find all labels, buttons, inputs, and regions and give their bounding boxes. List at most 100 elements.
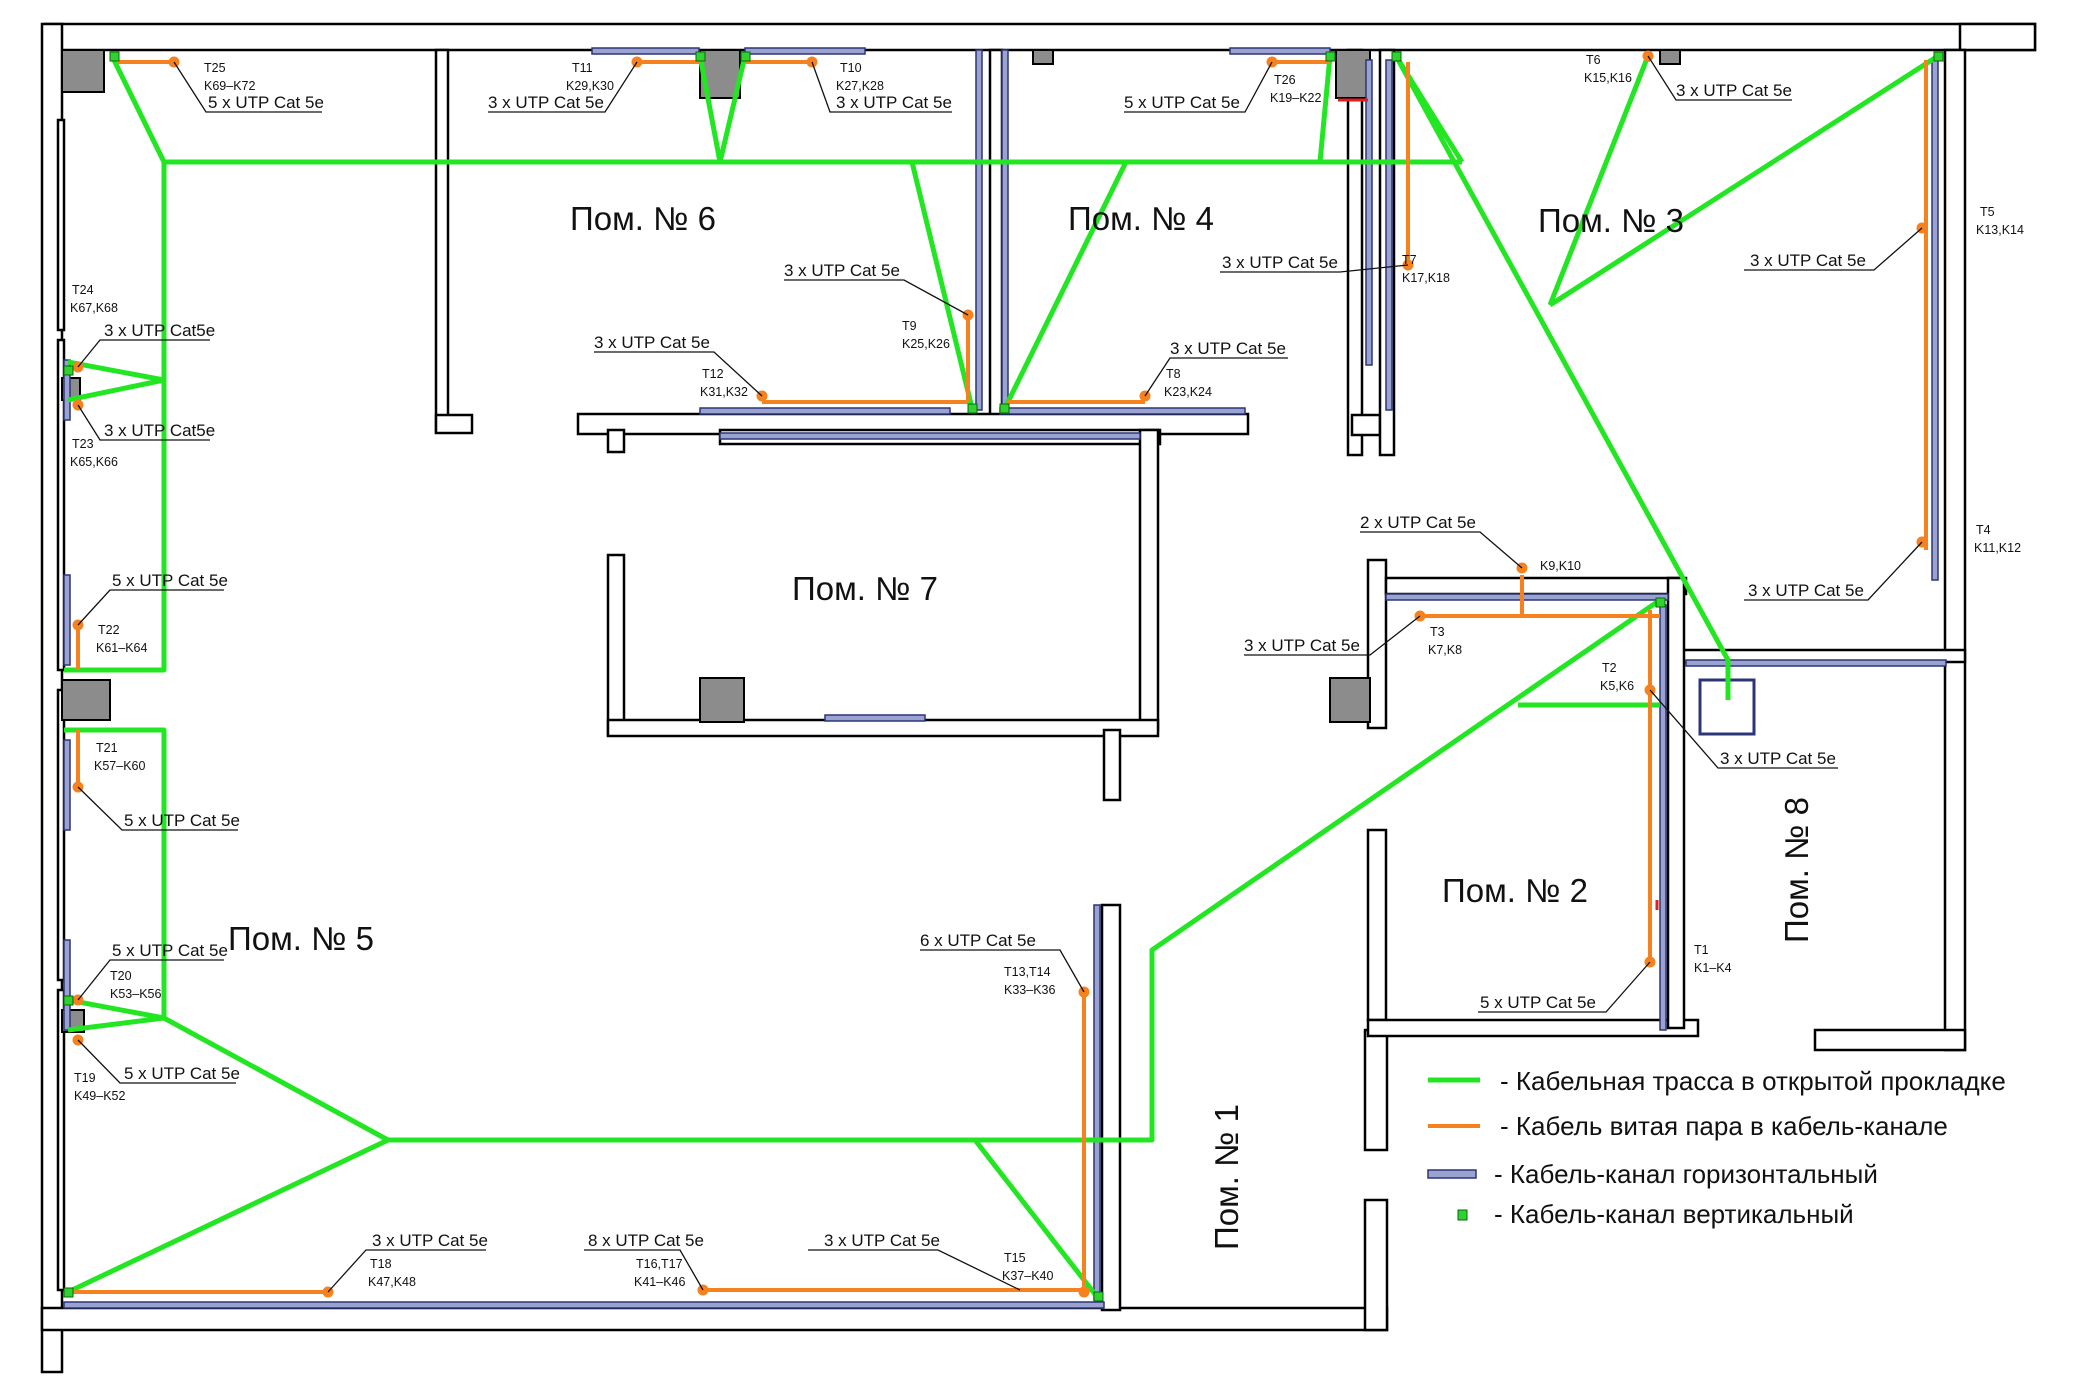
tag-t22: T22 bbox=[98, 623, 120, 637]
channel bbox=[63, 939, 71, 1031]
cable-label-t16-t17: 8 x UTP Cat 5e bbox=[588, 1231, 704, 1250]
cable-label-t13-t14: 6 x UTP Cat 5e bbox=[920, 931, 1036, 950]
tag-t1: T1 bbox=[1694, 943, 1709, 957]
wall-r1-left bbox=[1100, 903, 1122, 1312]
channel bbox=[824, 714, 926, 722]
vertical-channel bbox=[999, 403, 1010, 414]
cable-labels: 5 x UTP Cat 5e 3 x UTP Cat 5e 3 x UTP Ca… bbox=[104, 81, 1866, 1250]
cable-label-t11: 3 x UTP Cat 5e bbox=[488, 93, 604, 112]
cable-label-t10: 3 x UTP Cat 5e bbox=[836, 93, 952, 112]
wall-r6-r4 bbox=[988, 48, 1004, 417]
cable-label-t2: 3 x UTP Cat 5e bbox=[1720, 749, 1836, 768]
left-window-3 bbox=[56, 688, 66, 982]
cable-label-t19: 5 x UTP Cat 5e bbox=[124, 1064, 240, 1083]
room-label-3: Пом. № 3 bbox=[1538, 202, 1684, 239]
vertical-channel bbox=[1655, 597, 1666, 608]
column bbox=[1032, 49, 1054, 65]
legend-swatch-horizontal-channel bbox=[1427, 1169, 1477, 1179]
channel bbox=[63, 739, 71, 831]
channel bbox=[1093, 904, 1101, 1301]
tag-t7: T7 bbox=[1402, 253, 1417, 267]
column bbox=[61, 49, 105, 93]
tag-t3-k: K7,K8 bbox=[1428, 643, 1462, 657]
leader bbox=[77, 959, 224, 1001]
route-t26 bbox=[1317, 55, 1333, 163]
column bbox=[1659, 49, 1681, 65]
leader bbox=[1744, 541, 1923, 601]
tag-t6: T6 bbox=[1586, 53, 1601, 67]
channel bbox=[699, 407, 951, 415]
tag-t5-k: K13,K14 bbox=[1976, 223, 2024, 237]
tag-t13-t14-k: K33–K36 bbox=[1004, 983, 1055, 997]
left-window-1 bbox=[56, 118, 66, 332]
wall-r4-r3-foot bbox=[1350, 413, 1382, 437]
leader bbox=[784, 279, 969, 316]
tag-t16-t17-k: K41–K46 bbox=[634, 1275, 685, 1289]
route-t5 bbox=[1548, 53, 1940, 308]
vertical-channel bbox=[1093, 1291, 1104, 1302]
wall-room1-right-upper bbox=[1363, 1028, 1389, 1152]
tag-k9k10: K9,K10 bbox=[1540, 559, 1581, 573]
vertical-channel bbox=[63, 995, 74, 1006]
route-diagonal-r3 bbox=[1393, 53, 1731, 700]
vertical-channel bbox=[63, 1287, 74, 1298]
vertical-channel bbox=[109, 51, 120, 62]
channel bbox=[744, 47, 866, 55]
legend-twisted-pair: - Кабель витая пара в кабель-канале bbox=[1500, 1111, 1948, 1141]
cable-label-t12: 3 x UTP Cat 5e bbox=[594, 333, 710, 352]
leader bbox=[1647, 55, 1792, 101]
cable-label-t24: 3 x UTP Cat5e bbox=[104, 321, 215, 340]
outlet-t15 bbox=[1078, 1286, 1090, 1298]
wall-top bbox=[43, 22, 2037, 52]
wall-r7-bottom bbox=[606, 718, 1160, 738]
tag-t23-k: K65,K66 bbox=[70, 455, 118, 469]
tag-t18: T18 bbox=[370, 1257, 392, 1271]
wall-r2-right bbox=[1666, 576, 1686, 1030]
horizontal-channels bbox=[63, 47, 1947, 1309]
leader bbox=[1124, 61, 1273, 113]
tag-t9: T9 bbox=[902, 319, 917, 333]
room-label-2: Пом. № 2 bbox=[1442, 872, 1588, 909]
tag-t4: T4 bbox=[1976, 523, 1991, 537]
legend-vertical-channel: - Кабель-канал вертикальный bbox=[1494, 1199, 1854, 1229]
open-route bbox=[64, 53, 1940, 1300]
tag-t20-k: K53–K56 bbox=[110, 987, 161, 1001]
leader bbox=[1244, 615, 1421, 656]
point-tags: T25 K69–K72 T11 K29,K30 T10 K27,K28 T26 … bbox=[70, 53, 2024, 1289]
tag-t26-k: K19–K22 bbox=[1270, 91, 1321, 105]
wall-stub bbox=[606, 428, 626, 454]
tag-t12-k: K31,K32 bbox=[700, 385, 748, 399]
channel bbox=[63, 1301, 1105, 1309]
left-window-4 bbox=[56, 988, 66, 1292]
tag-t16-t17: T16,T17 bbox=[636, 1257, 683, 1271]
wall-r2-left bbox=[1366, 558, 1388, 730]
route-t11 bbox=[697, 55, 723, 163]
cable-label-t26: 5 x UTP Cat 5e bbox=[1124, 93, 1240, 112]
room-label-7: Пом. № 7 bbox=[792, 570, 938, 607]
route-t6 bbox=[1547, 55, 1651, 306]
leader bbox=[584, 1249, 704, 1291]
cable-label-t4: 3 x UTP Cat 5e bbox=[1748, 581, 1864, 600]
wall-room8-bottom bbox=[1813, 1028, 1967, 1052]
tag-t7-k: K17,K18 bbox=[1402, 271, 1450, 285]
legend: - Кабельная трасса в открытой прокладке … bbox=[1427, 1066, 2006, 1229]
wall-r6-left bbox=[434, 48, 450, 434]
wall-bottom bbox=[40, 1306, 1389, 1332]
leaders bbox=[77, 55, 1923, 1293]
tag-t19-k: K49–K52 bbox=[74, 1089, 125, 1103]
vertical-channels bbox=[63, 51, 1944, 1302]
cable-label-t7: 3 x UTP Cat 5e bbox=[1222, 253, 1338, 272]
tag-t2-k: K5,K6 bbox=[1600, 679, 1634, 693]
tag-t12: T12 bbox=[702, 367, 724, 381]
tag-t3: T3 bbox=[1430, 625, 1445, 639]
twisted-pair bbox=[68, 56, 1928, 1294]
tag-t8: T8 bbox=[1166, 367, 1181, 381]
route-segment bbox=[109, 54, 167, 164]
channel bbox=[1385, 59, 1393, 411]
legend-swatch-vertical-channel bbox=[1457, 1209, 1468, 1221]
vertical-channel bbox=[695, 51, 706, 62]
legend-horizontal-channel: - Кабель-канал горизонтальный bbox=[1494, 1159, 1878, 1189]
room-label-4: Пом. № 4 bbox=[1068, 200, 1214, 237]
room-label-6: Пом. № 6 bbox=[570, 200, 716, 237]
tag-t4-k: K11,K12 bbox=[1974, 541, 2021, 555]
